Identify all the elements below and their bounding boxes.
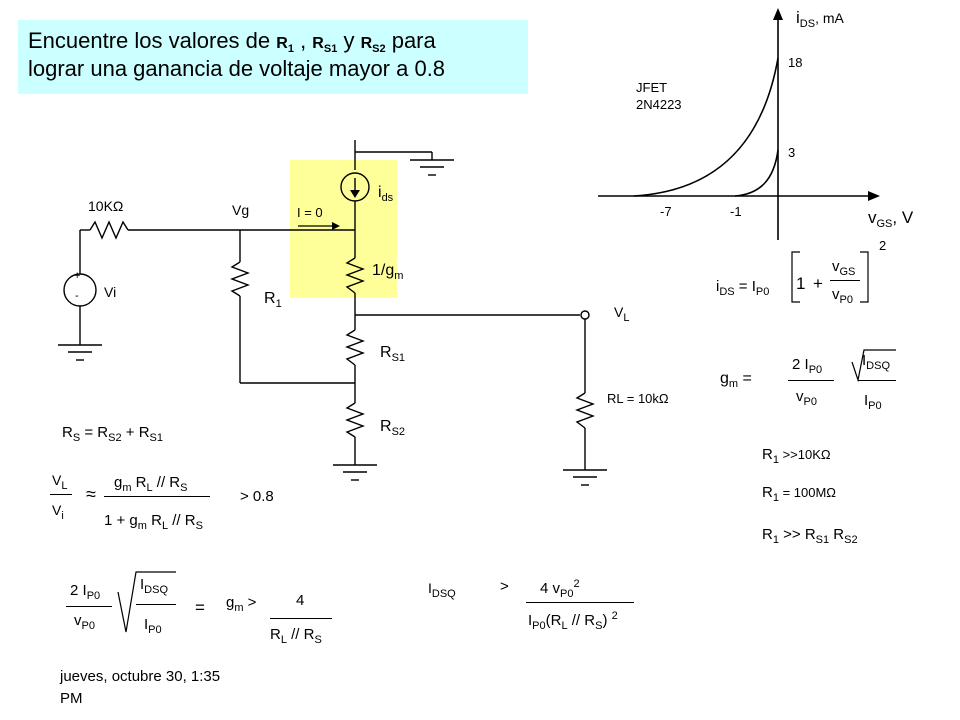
bl-bar <box>66 606 112 607</box>
graph-device-line2: 2N4223 <box>636 97 682 112</box>
sqrt-gm <box>851 349 896 383</box>
ids-eq-one: 1 <box>796 274 806 293</box>
tick-m7: -7 <box>660 204 672 219</box>
bracket-right <box>860 251 869 303</box>
resistor-r1 <box>230 261 250 297</box>
label-r1: R1 <box>264 290 282 310</box>
br-den: IP0(RL // RS) 2 <box>528 610 618 632</box>
ids-eq-den: vP0 <box>832 286 853 306</box>
label-10k: 10KΩ <box>88 198 124 214</box>
bl-root-bar <box>136 604 176 605</box>
bl-rl-rs: RL // RS <box>270 626 322 646</box>
gm-eq-fraction-bar <box>788 380 834 381</box>
plus-sign: + <box>74 270 81 282</box>
ids-eq-fraction-bar <box>830 280 860 281</box>
bl-equals: = <box>195 598 205 617</box>
resistor-1-gm <box>345 257 365 294</box>
gain-vi: Vi <box>52 502 64 522</box>
title-line-1: Encuentre los valores de R1 , RS1 y RS2 … <box>28 28 436 55</box>
bl-right-bar <box>270 618 332 619</box>
gm-eq-rden: IP0 <box>864 392 882 412</box>
title-line-2: lograr una ganancia de voltaje mayor a 0… <box>28 56 446 81</box>
gm-eq-rnum: IDSQ <box>862 352 891 372</box>
cond-r1-100m: R1 = 100MΩ <box>762 484 837 504</box>
resistor-rl <box>575 392 595 429</box>
tick-3: 3 <box>788 145 796 160</box>
br-idsq: IDSQ <box>428 580 456 600</box>
cond-r1-gt-10k: R1 >>10KΩ <box>762 446 831 466</box>
label-1-gm: 1/gm <box>372 262 404 282</box>
output-node-vl <box>580 310 590 320</box>
gain-right-bar <box>104 496 210 497</box>
gain-condition: > 0.8 <box>240 488 274 505</box>
label-vg: Vg <box>232 202 250 218</box>
br-bar <box>526 602 634 603</box>
ids-eq-lhs: iDS = IP0 <box>716 278 770 298</box>
gm-eq-root-bar <box>858 380 896 381</box>
gain-den: 1 + gm RL // RS <box>104 512 203 532</box>
gm-eq-den: vP0 <box>796 388 817 408</box>
graph-device-line1: JFET <box>636 80 668 95</box>
gain-approx: ≈ <box>86 484 96 504</box>
footer-date-line2: PM <box>60 690 83 707</box>
rs-sum-eq: RS = RS2 + RS1 <box>62 424 163 444</box>
label-vl: VL <box>614 304 630 324</box>
resistor-rs1 <box>345 329 365 366</box>
resistor-10k <box>89 220 129 240</box>
minus-sign: - <box>75 290 79 302</box>
sqrt-bottom <box>117 571 176 633</box>
label-rs1: RS1 <box>380 344 406 364</box>
ids-eq-num: vGS <box>832 258 856 278</box>
br-num: 4 vP02 <box>540 578 580 600</box>
footer-date-line1: jueves, octubre 30, 1:35 <box>60 668 221 685</box>
bl-gm-gt: gm > <box>226 594 257 614</box>
bl-num: 2 IP0 <box>70 582 101 602</box>
bl-four: 4 <box>296 592 305 609</box>
label-rs2: RS2 <box>380 418 406 438</box>
graph-x-label: vGS, V <box>868 208 914 230</box>
graph-y-label: iDS, mA <box>796 8 844 30</box>
curve-outer <box>633 57 779 197</box>
gm-eq-lhs: gm = <box>720 370 752 390</box>
gain-num: gm RL // RS <box>114 474 188 494</box>
label-rl: RL = 10kΩ <box>607 391 669 406</box>
tick-m1: -1 <box>730 204 742 219</box>
curve-inner <box>734 149 779 197</box>
bl-rden: IP0 <box>144 616 162 636</box>
bl-den: vP0 <box>74 612 95 632</box>
tick-18: 18 <box>788 55 803 70</box>
ids-eq-exponent: 2 <box>879 238 887 253</box>
cond-r1-gg-rs: R1 >> RS1 RS2 <box>762 526 858 546</box>
br-gt: > <box>500 578 509 595</box>
label-vi: Vi <box>104 284 117 300</box>
label-ids: ids <box>378 184 394 204</box>
jfet-model-highlight <box>290 160 397 298</box>
bl-rnum: IDSQ <box>140 576 169 596</box>
resistor-rs2 <box>345 402 365 438</box>
title-box: Encuentre los valores de R1 , RS1 y RS2 … <box>18 20 528 94</box>
bracket-left <box>791 251 800 303</box>
gain-left-bar <box>50 494 72 495</box>
ids-eq-plus: + <box>813 274 823 293</box>
label-gate-current: I = 0 <box>297 205 323 220</box>
gm-eq-num: 2 IP0 <box>792 356 823 376</box>
gain-vl: VL <box>52 472 68 492</box>
